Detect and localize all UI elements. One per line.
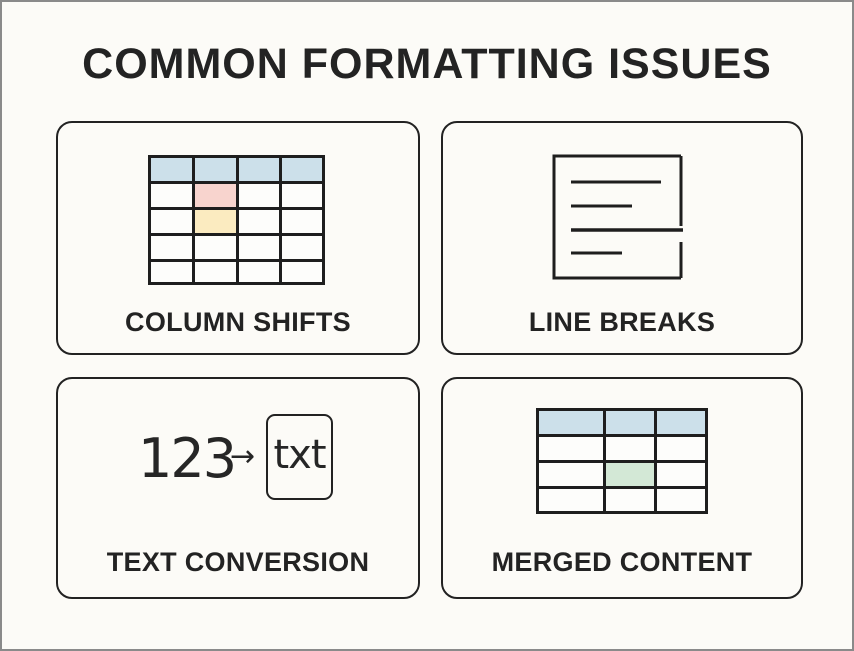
card-line-breaks: LINE BREAKS	[441, 121, 803, 355]
card-label: TEXT CONVERSION	[106, 547, 370, 577]
table-grid-icon	[148, 155, 325, 285]
text-box-label: txt	[273, 432, 326, 478]
card-label: COLUMN SHIFTS	[125, 307, 351, 337]
card-column-shifts: COLUMN SHIFTS	[56, 121, 420, 355]
page-title: COMMON FORMATTING ISSUES	[82, 40, 772, 88]
shifted-cell-yellow	[192, 207, 239, 236]
number-text: 123	[138, 427, 237, 490]
merged-cell-green	[603, 460, 657, 489]
text-file-icon: txt	[266, 414, 333, 500]
card-text-conversion: 123 → txt TEXT CONVERSION	[56, 377, 420, 599]
table-grid-icon	[536, 408, 708, 514]
card-label: LINE BREAKS	[528, 307, 716, 337]
card-label: MERGED CONTENT	[491, 547, 753, 577]
arrow-right-icon: →	[230, 439, 256, 474]
document-lines-icon	[552, 154, 683, 280]
shifted-cell-pink	[192, 181, 239, 210]
card-merged-content: MERGED CONTENT	[441, 377, 803, 599]
